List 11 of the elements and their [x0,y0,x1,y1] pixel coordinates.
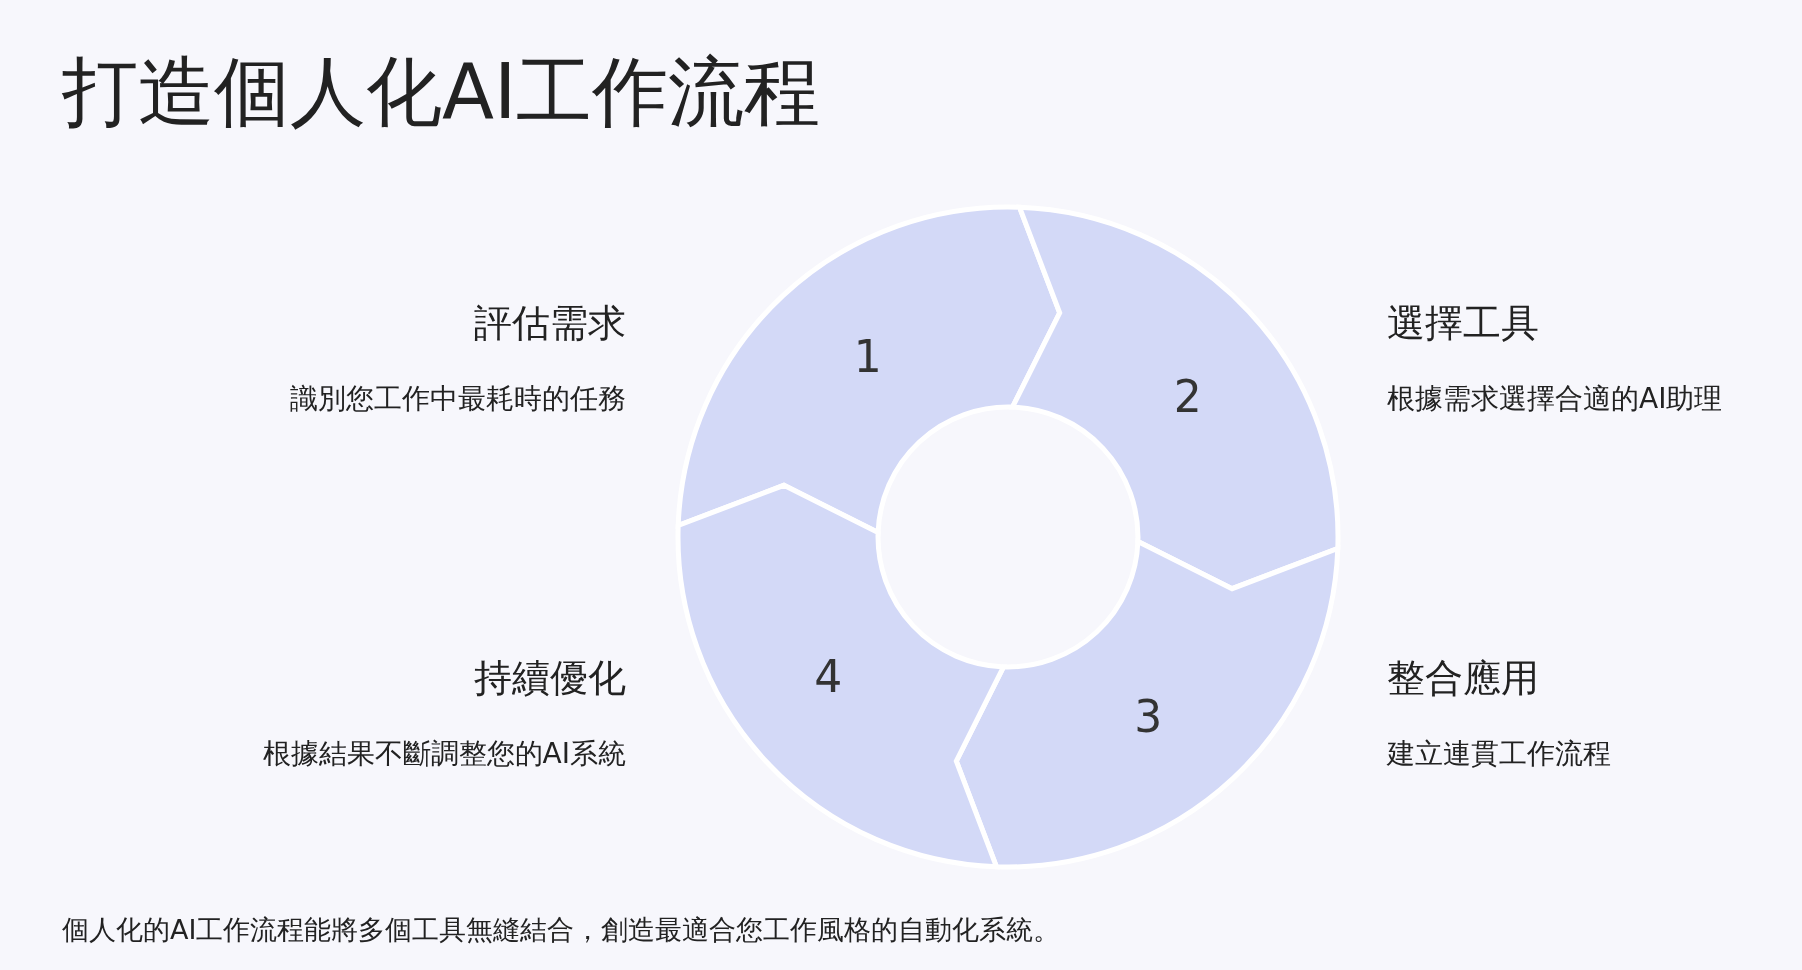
step-description: 根據需求選擇合適的AI助理 [1387,381,1723,417]
step-description: 識別您工作中最耗時的任務 [290,381,626,417]
step-heading: 持續優化 [474,655,626,702]
step-heading: 整合應用 [1387,655,1539,702]
cycle-segment: 4 [675,482,1006,870]
step-heading: 評估需求 [474,300,626,347]
step-description: 根據結果不斷調整您的AI系統 [262,736,626,772]
step-description: 建立連貫工作流程 [1387,736,1611,772]
caption: 個人化的AI工作流程能將多個工具無縫結合，創造最適合您工作風格的自動化系統。 [62,913,1061,947]
title: 打造個人化AI工作流程 [62,46,821,138]
step-heading: 選擇工具 [1387,300,1539,347]
